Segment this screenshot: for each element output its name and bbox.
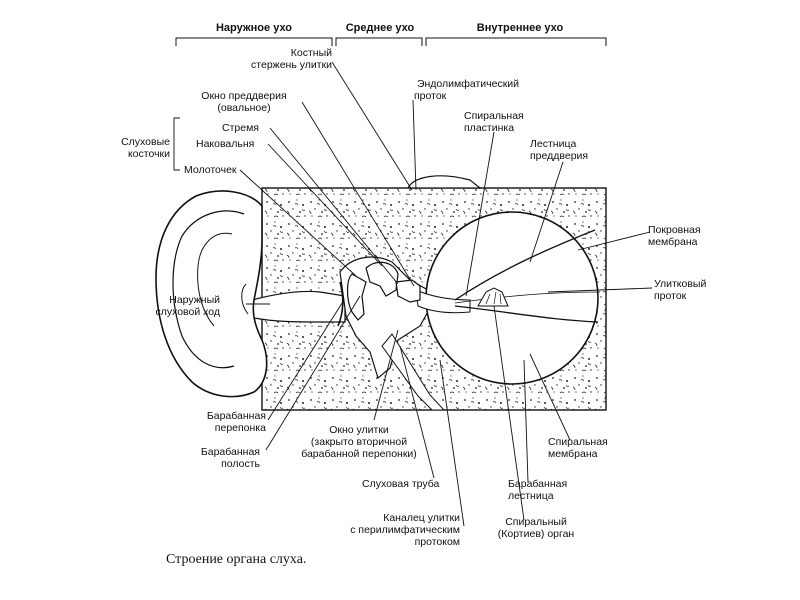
vestibular-membrane-line <box>454 229 596 301</box>
section-brackets <box>175 37 607 46</box>
tympanic-membrane <box>337 281 344 327</box>
label-stapes: Стремя <box>222 122 259 134</box>
section-middle-ear: Среднее ухо <box>345 22 415 34</box>
label-incus: Наковальня <box>196 138 255 150</box>
section-outer-ear: Наружное ухо <box>215 22 293 34</box>
section-inner-ear: Внутреннее ухо <box>476 22 564 34</box>
label-malleus: Молоточек <box>184 164 237 176</box>
label-organ-of-corti: Спиральный(Кортиев) орган <box>497 516 575 540</box>
leader-lines <box>173 61 653 527</box>
figure-caption: Строение органа слуха. <box>166 552 307 567</box>
spiral-lamina-line <box>454 291 601 304</box>
endolymphatic-sac <box>407 175 482 189</box>
eustachian-tube <box>381 333 446 411</box>
label-oval-window: Окно преддверия(овальное) <box>201 90 287 114</box>
auricle <box>155 190 268 398</box>
incus-shape <box>365 261 399 297</box>
basilar-membrane-line <box>454 305 599 323</box>
external-canal <box>251 290 346 323</box>
label-eustachian-tube: Слуховая труба <box>362 478 440 490</box>
vestibule <box>415 289 471 314</box>
cochlea <box>425 211 599 385</box>
